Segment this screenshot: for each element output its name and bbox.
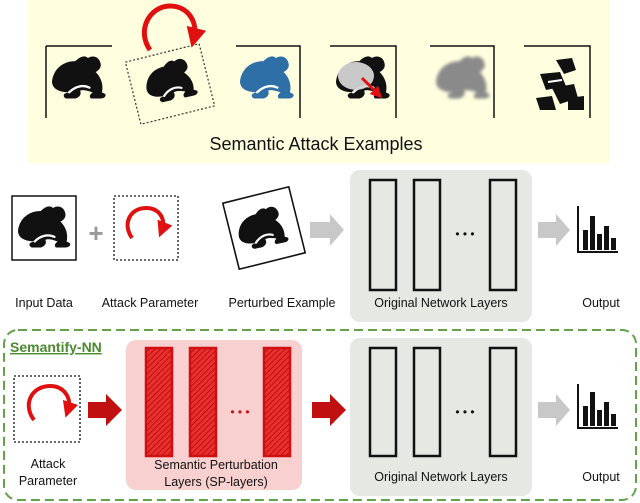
- examples-panel: Semantic Attack Examples: [28, 0, 610, 163]
- rotation-arrow-icon: [142, 3, 207, 52]
- arrow-to-network: [310, 214, 344, 246]
- attack-parameter-box: [113, 195, 179, 261]
- plus-icon: +: [88, 218, 103, 248]
- sp-label-line1: Semantic Perturbation: [154, 458, 278, 472]
- semantify-attack-label-line2: Parameter: [19, 474, 77, 488]
- semantify-network-label: Original Network Layers: [374, 470, 507, 484]
- example-scramble: [524, 45, 591, 118]
- semantify-attack-arrow-icon: [26, 383, 79, 422]
- semantify-nn-panel: Semantify-NN Attack Parameter • • • Sema…: [3, 329, 637, 501]
- semantify-network-ellipsis: • • •: [455, 405, 474, 419]
- example-rotation: [124, 3, 216, 125]
- arrow-to-sp-layers: [88, 394, 122, 426]
- network-layer: [412, 178, 442, 292]
- output-label: Output: [582, 296, 620, 310]
- attack-parameter-arrow-icon: [125, 205, 173, 240]
- pipeline: Input Data + Attack Parameter Perturbed …: [11, 170, 620, 322]
- input-data-label: Input Data: [15, 296, 73, 310]
- examples-panel-title: Semantic Attack Examples: [209, 134, 422, 154]
- semantify-title: Semantify-NN: [10, 339, 102, 355]
- semantify-output-chart-icon: [577, 384, 618, 429]
- sp-layer: [144, 346, 174, 458]
- network-label: Original Network Layers: [374, 296, 507, 310]
- attack-parameter-label: Attack Parameter: [102, 296, 199, 310]
- semantify-network-layer: [488, 346, 518, 458]
- sp-layer: [262, 346, 292, 458]
- semantify-output-label: Output: [582, 470, 620, 484]
- semantify-network-layer: [368, 346, 398, 458]
- example-original: [45, 45, 112, 118]
- semantify-arrow-to-output: [538, 394, 570, 426]
- arrow-sp-to-network: [312, 394, 346, 426]
- scrambled-frog-icon: [536, 58, 584, 110]
- sp-layer: [188, 346, 218, 458]
- occlusion-arrow-icon: [360, 76, 383, 99]
- example-blur: [430, 45, 495, 118]
- network-layer: [488, 178, 518, 292]
- output-chart-icon: [577, 206, 618, 253]
- example-occlusion: [330, 45, 397, 118]
- perturbed-example-label: Perturbed Example: [228, 296, 335, 310]
- network-ellipsis: • • •: [455, 227, 474, 241]
- semantify-network-layer: [412, 346, 442, 458]
- semantify-attack-label-line1: Attack: [31, 457, 66, 471]
- examples-panel-background: [28, 0, 610, 163]
- semantify-border: [3, 329, 637, 501]
- sp-label-line2: Layers (SP-layers): [164, 475, 268, 489]
- arrow-to-output: [538, 214, 570, 246]
- rotated-frame: [124, 43, 216, 125]
- example-color-shift: [236, 45, 301, 118]
- sp-ellipsis: • • •: [230, 405, 249, 419]
- network-layer: [368, 178, 398, 292]
